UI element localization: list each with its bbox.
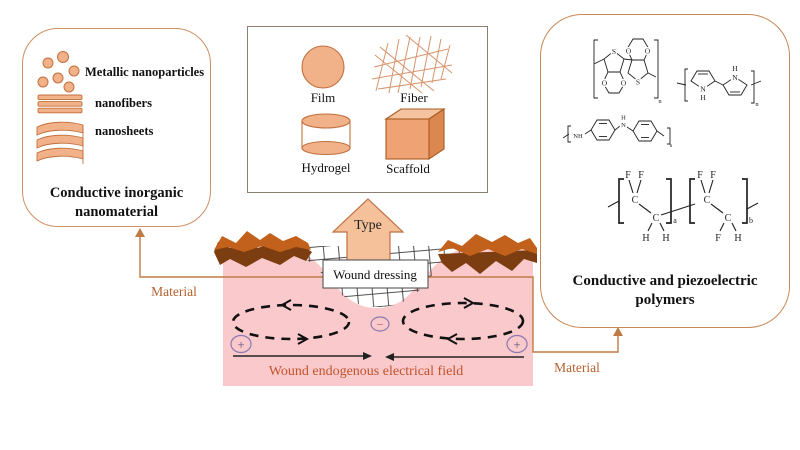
hydrogel-label: Hydrogel — [301, 160, 350, 175]
plus-charge-left: + — [230, 334, 252, 354]
film-icon — [301, 45, 345, 89]
material-label-left: Material — [151, 284, 197, 299]
film-label: Film — [311, 90, 336, 105]
svg-text:H: H — [642, 233, 649, 244]
polypyrrole-structure: N H N H n — [676, 63, 762, 108]
field-label: Wound endogenous electrical field — [269, 364, 463, 379]
svg-text:O: O — [621, 79, 627, 88]
left-panel-title: Conductive inorganic nanomaterial — [23, 184, 210, 221]
nanoparticles-label: Metallic nanoparticles — [85, 65, 205, 79]
field-arrow-right — [385, 353, 524, 361]
current-loop-right — [401, 297, 525, 345]
svg-text:F: F — [638, 170, 644, 181]
svg-text:O: O — [602, 79, 608, 88]
svg-text:F: F — [625, 170, 631, 181]
current-loop-left — [231, 299, 351, 345]
svg-text:C: C — [653, 213, 660, 224]
svg-text:C: C — [632, 195, 639, 206]
nanofibers-label: nanofibers — [95, 96, 152, 110]
svg-text:H: H — [700, 93, 706, 102]
svg-text:NH: NH — [573, 133, 583, 140]
left-panel-title-line2: nanomaterial — [75, 203, 158, 220]
left-panel-title-line1: Conductive inorganic — [49, 185, 184, 201]
hydrogel-icon — [301, 113, 351, 156]
material-arrowhead-left — [135, 228, 145, 237]
svg-text:C: C — [704, 195, 711, 206]
svg-text:H: H — [621, 115, 626, 122]
svg-text:n: n — [658, 98, 662, 105]
plus-charge-right: + — [506, 334, 528, 354]
panel-inorganic-nanomaterial: Metallic nanoparticles nanofibers nanosh… — [22, 28, 211, 227]
fiber-icon — [371, 34, 453, 94]
pvdf-structure: F F C C H H a F F C C F H b — [607, 170, 759, 244]
svg-text:S: S — [636, 78, 640, 87]
nanofibers-icon — [37, 94, 83, 114]
panel-polymers: S S O O O O n N — [540, 14, 790, 328]
scaffold-label: Scaffold — [386, 161, 430, 176]
svg-text:N: N — [621, 122, 626, 129]
svg-text:+: + — [513, 337, 520, 352]
material-label-right: Material — [554, 360, 600, 375]
wound-dressing-label: Wound dressing — [333, 267, 417, 282]
type-arrow-label: Type — [354, 218, 382, 233]
right-panel-title-line1: Conductive and piezoelectric — [572, 273, 758, 289]
nanomaterial-icons — [36, 51, 84, 164]
svg-text:F: F — [715, 233, 721, 244]
nanosheets-icon — [36, 121, 84, 164]
svg-text:N: N — [732, 73, 738, 82]
scab-left — [214, 231, 312, 267]
scab-right — [438, 234, 537, 274]
right-panel-title-line2: polymers — [635, 292, 695, 309]
panel-dressing-types: Film Fiber Hydrogel Scaffold — [247, 26, 488, 193]
pedot-structure: S S O O O O n — [593, 38, 662, 105]
wound-dressing-labelbox — [322, 259, 429, 289]
svg-text:N: N — [700, 85, 706, 94]
minus-charge-center: − — [370, 316, 390, 332]
nanoparticles-icon — [37, 51, 80, 93]
fiber-label: Fiber — [400, 90, 428, 105]
svg-text:C: C — [725, 213, 732, 224]
scaffold-icon — [384, 107, 446, 161]
svg-text:n: n — [670, 143, 673, 149]
svg-text:H: H — [662, 233, 669, 244]
right-panel-title: Conductive and piezoelectric polymers — [541, 272, 789, 310]
svg-text:F: F — [710, 170, 716, 181]
svg-text:H: H — [732, 64, 738, 73]
svg-text:+: + — [237, 337, 244, 352]
svg-text:H: H — [734, 233, 741, 244]
material-arrowhead-right — [613, 327, 623, 336]
nanosheets-label: nanosheets — [95, 124, 154, 138]
svg-text:b: b — [749, 216, 753, 225]
svg-text:S: S — [612, 47, 616, 56]
polyaniline-structure: NH N H n — [562, 113, 673, 149]
svg-text:F: F — [697, 170, 703, 181]
dressing-type-icons: Film Fiber Hydrogel Scaffold — [301, 34, 453, 176]
field-arrow-left — [233, 352, 372, 360]
polymer-structures: S S O O O O n N — [562, 38, 762, 244]
svg-text:a: a — [673, 216, 677, 225]
svg-text:−: − — [377, 318, 384, 332]
svg-text:O: O — [645, 47, 651, 56]
svg-text:n: n — [755, 101, 759, 108]
svg-text:O: O — [626, 47, 632, 56]
material-connector-line — [139, 234, 619, 353]
